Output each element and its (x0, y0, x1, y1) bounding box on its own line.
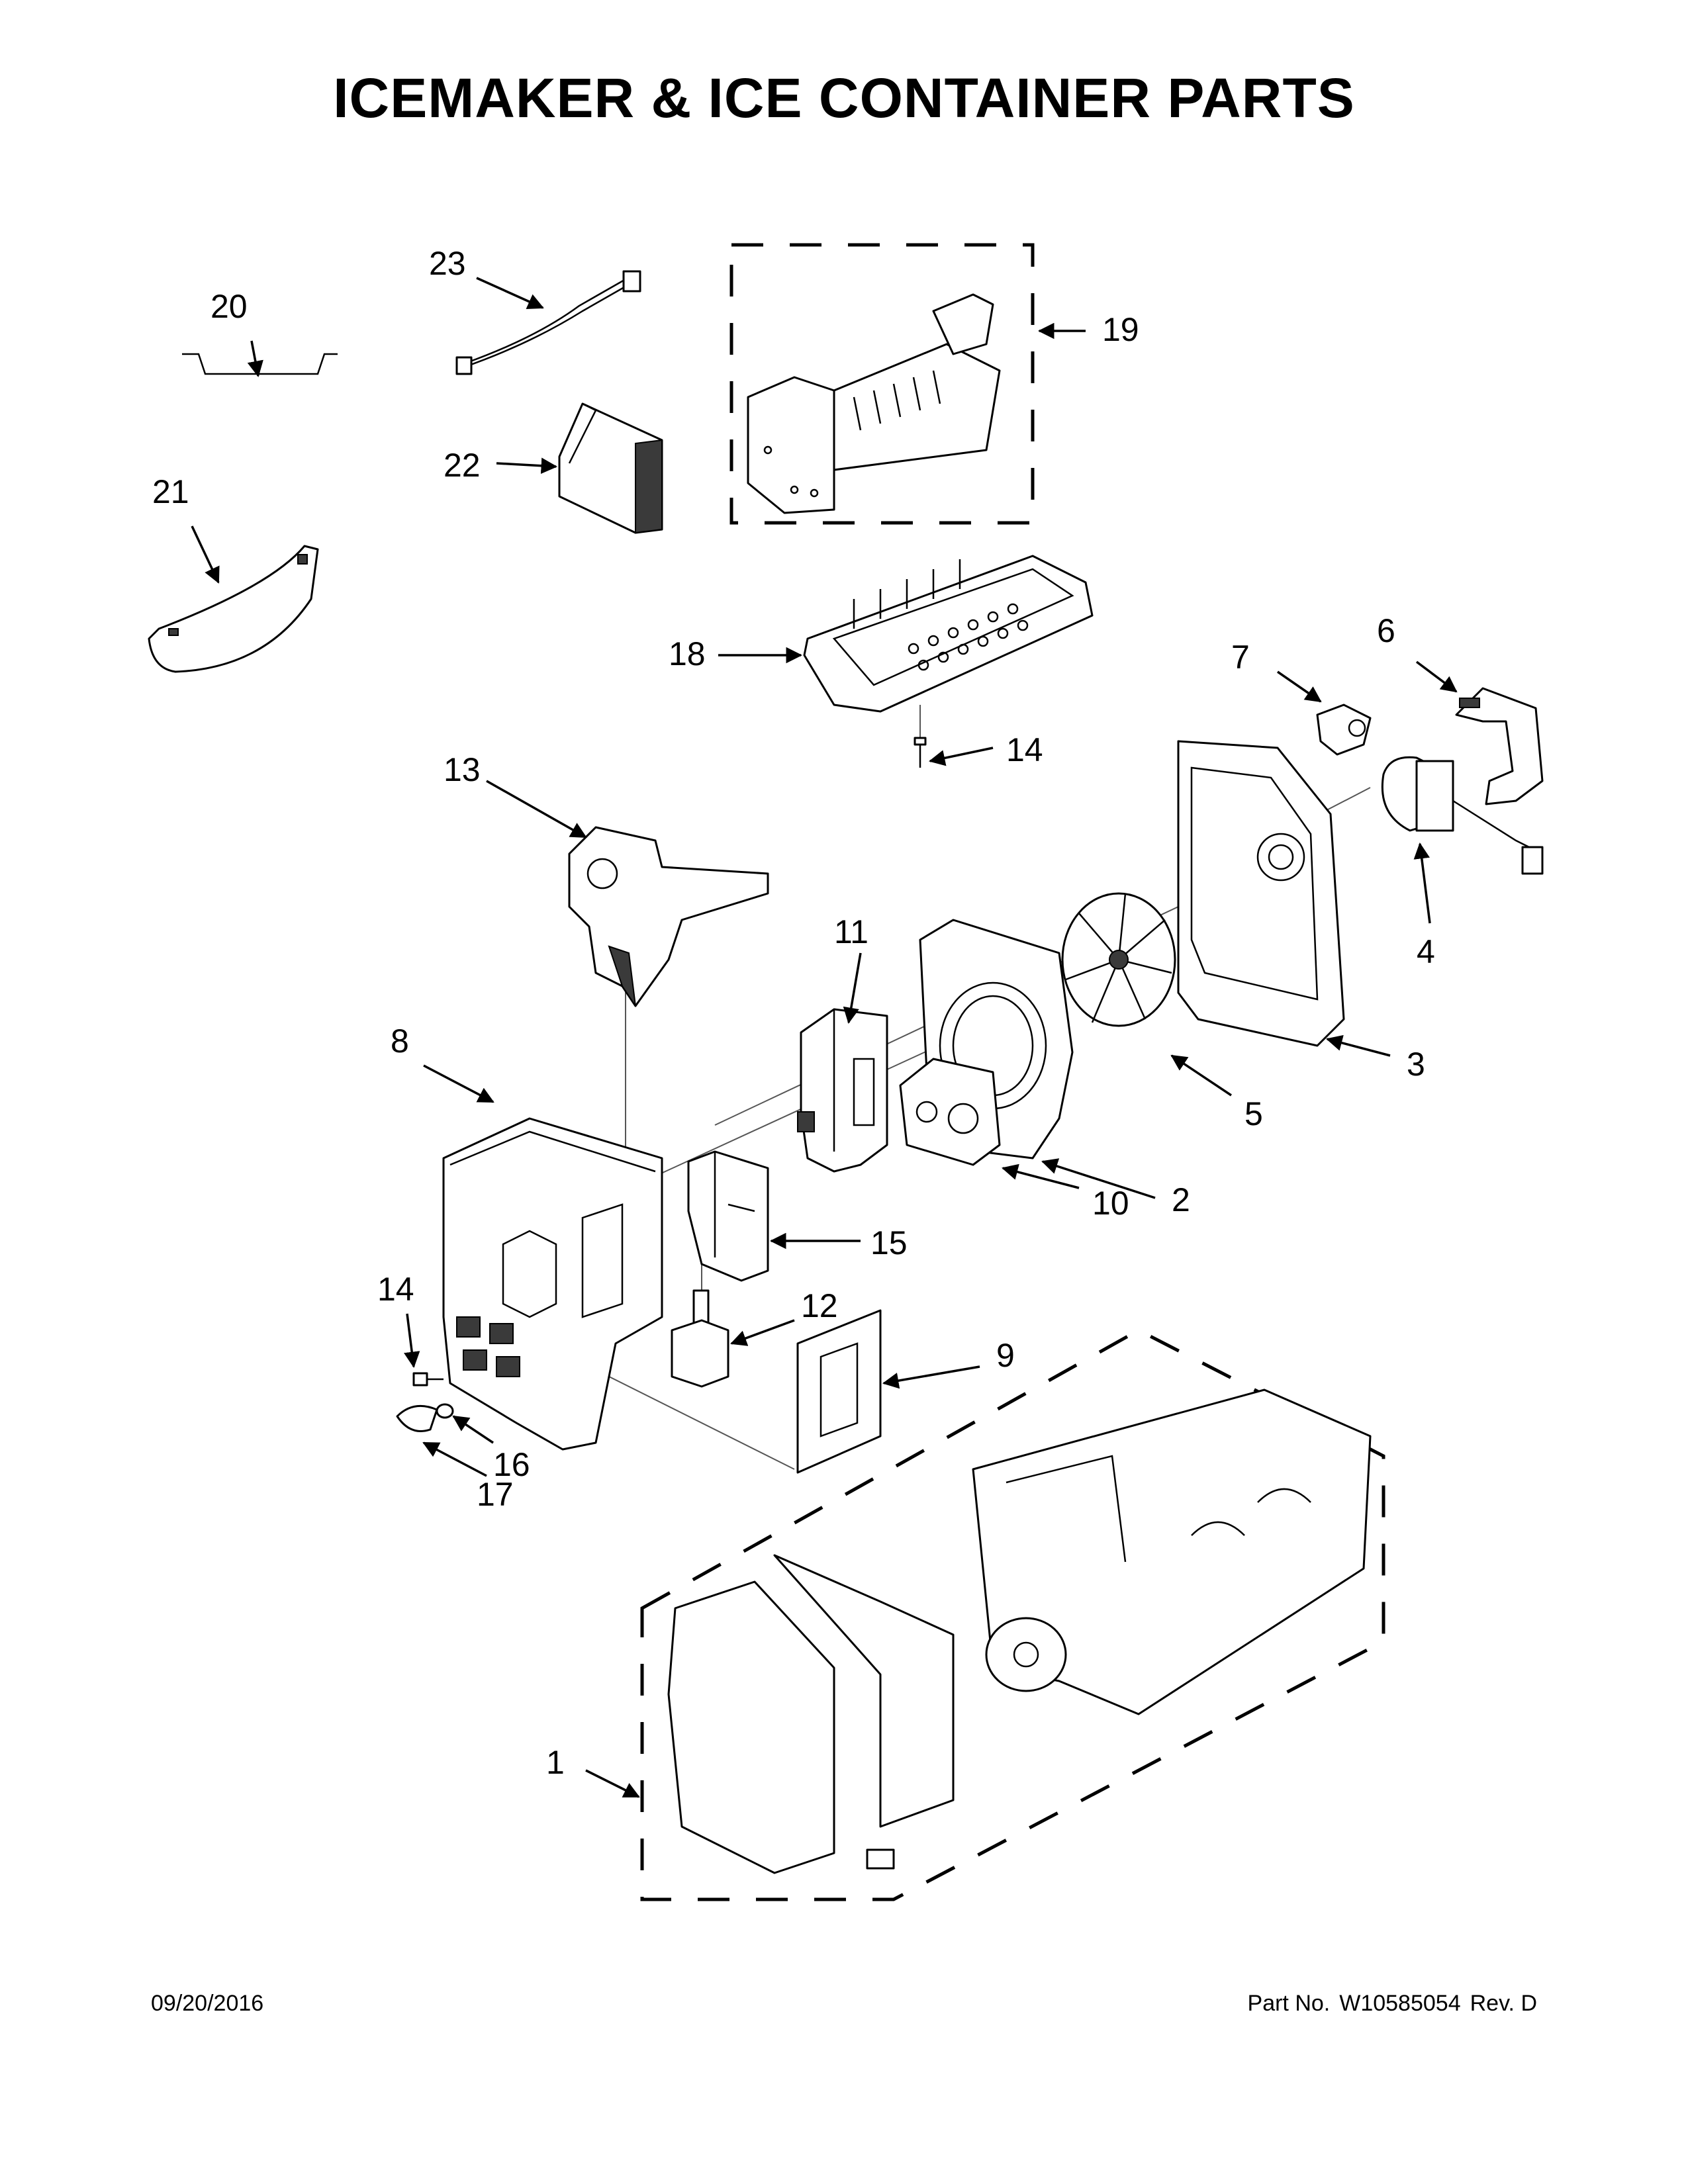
part-1-ice-container (667, 1388, 1372, 1874)
footer-revision: Rev. D (1470, 1991, 1537, 2016)
callout-23: 23 (429, 245, 466, 282)
part-20-wire-clip (182, 353, 338, 375)
part-19-icemaker (747, 293, 1001, 514)
footer-date: 09/20/2016 (151, 1991, 264, 2016)
footer-part-info: Part No. W10585054 Rev. D (1239, 1991, 1537, 2017)
callout-4: 4 (1417, 933, 1435, 970)
part-8-dispenser-housing (442, 1117, 663, 1451)
callout-2: 2 (1172, 1181, 1190, 1218)
callout-13: 13 (444, 751, 481, 788)
callout-15: 15 (870, 1224, 908, 1261)
assembly-19-bracket (729, 243, 1035, 525)
leader-arrows (191, 277, 1458, 1798)
part-5-fan-blade (1061, 892, 1176, 1027)
part-14-screw-lower (412, 1372, 444, 1387)
part-23-wire-harness (455, 270, 641, 375)
callout-9: 9 (996, 1337, 1015, 1374)
part-9-gasket (796, 1309, 882, 1474)
part-22-cover (558, 402, 663, 534)
part-4-fan-motor (1381, 756, 1544, 875)
callout-21: 21 (152, 473, 189, 510)
callout-10: 10 (1092, 1185, 1129, 1222)
callout-11: 11 (834, 913, 868, 950)
page-title: ICEMAKER & ICE CONTAINER PARTS (333, 67, 1355, 129)
part-7-bracket (1316, 704, 1372, 756)
callout-18: 18 (669, 635, 706, 672)
part-13-ice-chute (568, 826, 769, 1007)
callout-19: 19 (1102, 311, 1139, 348)
callout-3: 3 (1407, 1046, 1425, 1083)
part-6-motor-bracket (1455, 687, 1544, 805)
callout-17: 17 (477, 1476, 514, 1513)
footer-part-number: W10585054 (1339, 1991, 1461, 2016)
part-10-actuator (899, 1058, 1001, 1166)
callout-1: 1 (546, 1744, 565, 1781)
callout-5: 5 (1244, 1095, 1263, 1132)
callout-20: 20 (211, 288, 248, 325)
part-12-solenoid (671, 1289, 729, 1388)
part-11-housing (797, 1008, 888, 1173)
footer-part-label: Part No. (1247, 1991, 1331, 2016)
part-21-shield (148, 545, 319, 673)
callout-7: 7 (1231, 639, 1250, 676)
callout-22: 22 (444, 447, 481, 484)
callout-16: 16 (493, 1446, 530, 1483)
callout-12: 12 (801, 1287, 838, 1324)
callout-labels: 1 2 3 4 5 6 7 8 9 10 11 12 13 14 14 15 1… (152, 245, 1435, 1781)
part-15-bracket (687, 1150, 769, 1282)
assembly-1-bracket (640, 1328, 1385, 1901)
callout-6: 6 (1377, 612, 1395, 649)
part-3-fan-housing (1177, 740, 1345, 1047)
callout-8: 8 (391, 1023, 409, 1060)
callout-14b: 14 (377, 1271, 414, 1308)
callout-14a: 14 (1006, 731, 1043, 768)
part-17-clip (396, 1404, 438, 1432)
part-18-icemaker-base (803, 555, 1094, 713)
part-14-screw-upper (914, 737, 927, 768)
part-16-washer (436, 1403, 454, 1419)
